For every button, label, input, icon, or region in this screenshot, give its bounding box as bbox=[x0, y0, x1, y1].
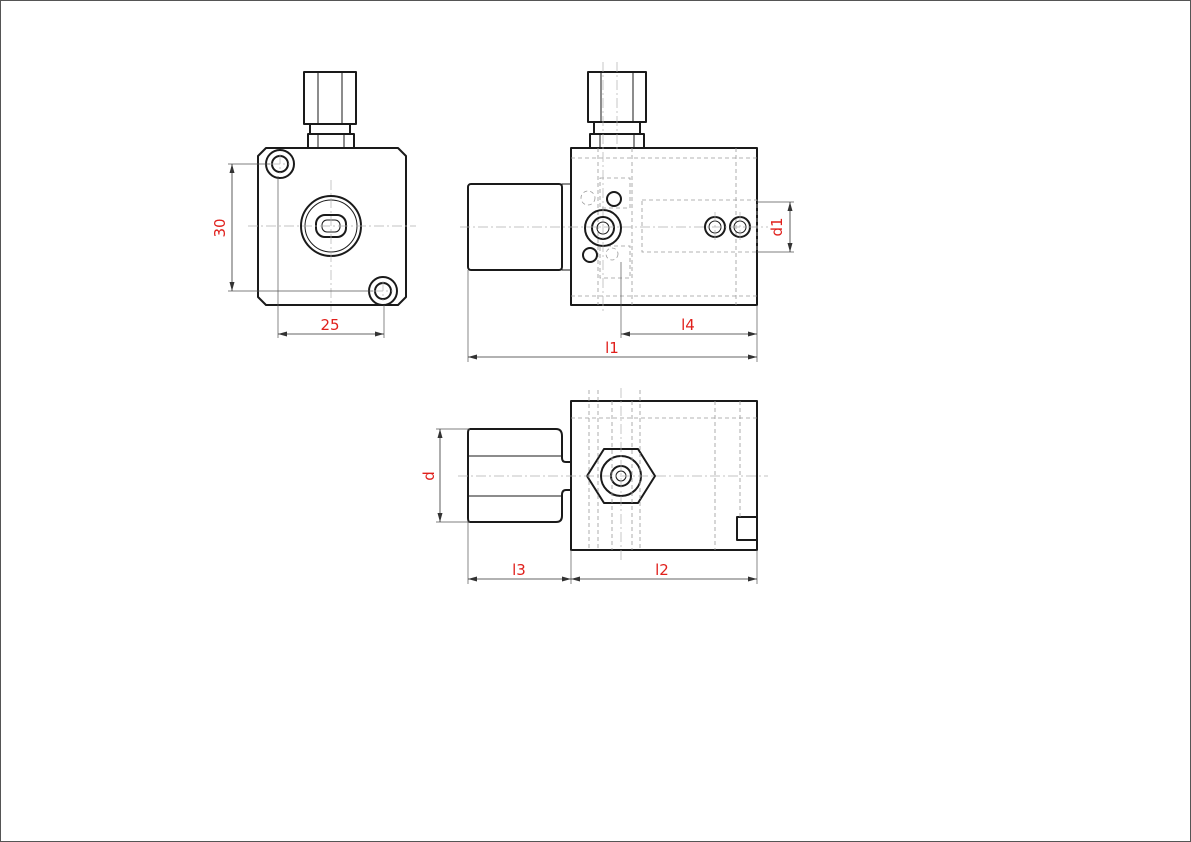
dimension-l2: l2 bbox=[571, 550, 758, 584]
dimension-d1: d1 bbox=[757, 201, 794, 253]
top-view-shank bbox=[467, 428, 572, 523]
side-view: d1 l4 l1 bbox=[460, 62, 794, 362]
top-view-body bbox=[570, 400, 758, 551]
top-view-pocket bbox=[736, 516, 758, 541]
dimension-label-25: 25 bbox=[320, 316, 339, 334]
dimension-label-30: 30 bbox=[211, 218, 229, 237]
top-view-hidden-lines bbox=[571, 390, 757, 550]
side-view-hidden-lines bbox=[571, 148, 758, 305]
dimension-l1: l1 bbox=[467, 270, 757, 362]
front-view-mounting-holes bbox=[265, 149, 398, 306]
dimension-label-d1: d1 bbox=[768, 217, 786, 236]
dimension-l4: l4 bbox=[620, 262, 758, 362]
dimension-30: 30 bbox=[211, 163, 373, 292]
dimension-label-l3: l3 bbox=[512, 561, 526, 579]
dimension-25: 25 bbox=[277, 176, 385, 338]
top-view: d l3 l2 bbox=[420, 388, 768, 584]
dimension-label-l2: l2 bbox=[655, 561, 669, 579]
dimension-label-d: d bbox=[420, 471, 438, 481]
front-view-fitting bbox=[303, 71, 357, 149]
dimension-l3: l3 bbox=[467, 522, 572, 584]
front-view-body bbox=[257, 147, 407, 306]
dimension-d: d bbox=[420, 428, 470, 523]
dimension-label-l1: l1 bbox=[605, 339, 619, 357]
front-view: 30 25 bbox=[211, 71, 416, 338]
dimension-label-l4: l4 bbox=[681, 316, 695, 334]
